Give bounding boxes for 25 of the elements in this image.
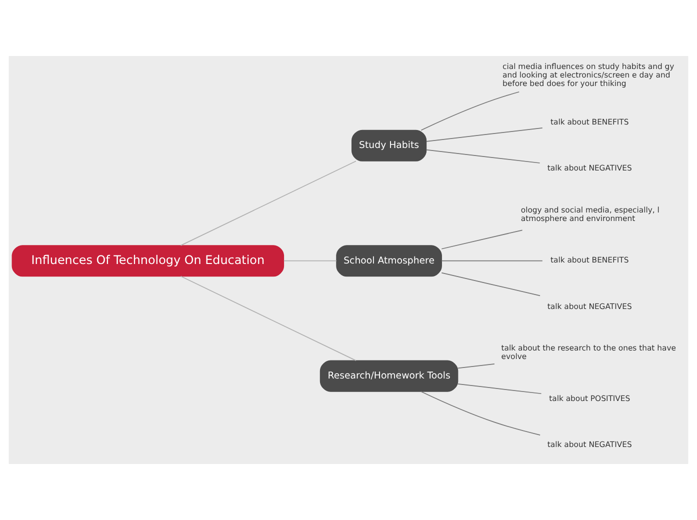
node-text: cial media influences on study habits and gy and looking at electronics/screen e day and before bed does for your thiking [502,62,674,88]
connector [180,160,356,246]
node-text: talk about the research to the ones that have evolve [501,344,676,362]
node-text: talk about NEGATIVES [547,302,632,311]
node-text: ology and social media, especially, l atmosphere and environment [520,205,660,223]
node-text: talk about NEGATIVES [547,164,632,173]
connector [426,149,540,164]
node-box: Research/Homework Tools [320,360,458,392]
connector [457,364,495,369]
node-box: Influences Of Technology On Education [12,245,284,277]
node-text: talk about BENEFITS [550,256,629,265]
connector [180,276,356,361]
node-box: School Atmosphere [336,245,442,277]
connector [441,272,540,296]
node-text: talk about NEGATIVES [547,440,632,450]
node-box: Study Habits [351,130,427,162]
connector [426,128,543,142]
connector [441,260,543,262]
connector [420,391,540,436]
node-text: talk about POSITIVES [549,394,630,404]
connector [420,91,520,131]
node-text: talk about BENEFITS [550,117,629,126]
connector [283,260,337,262]
connector [441,230,523,250]
connector [457,384,542,394]
